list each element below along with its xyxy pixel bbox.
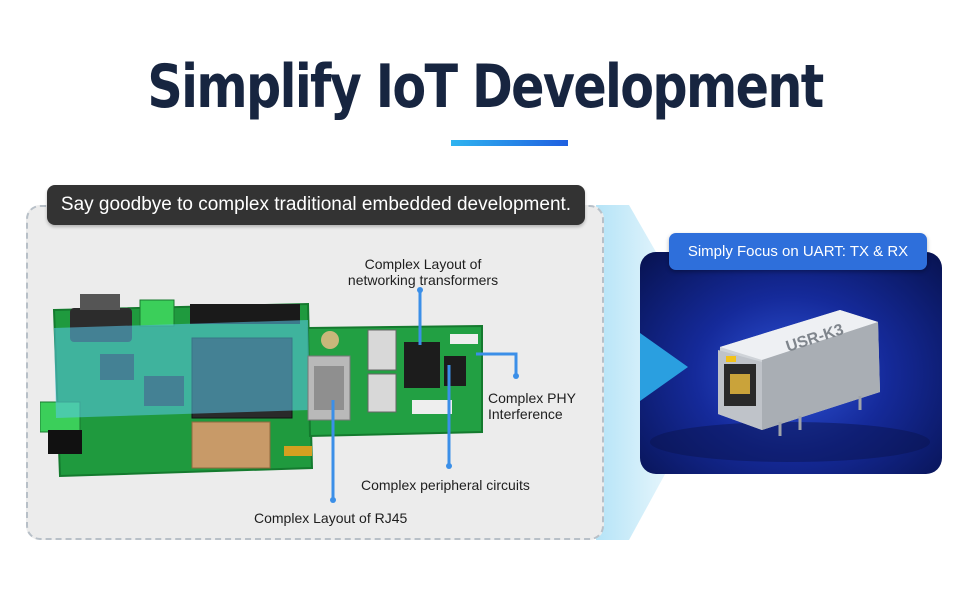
uart-banner: Simply Focus on UART: TX & RX: [669, 233, 927, 270]
annotation-rj45: Complex Layout of RJ45: [254, 510, 408, 526]
annotation-phy: Complex PHY Interference: [488, 390, 576, 422]
annotation-peripheral: Complex peripheral circuits: [361, 477, 530, 493]
traditional-banner: Say goodbye to complex traditional embed…: [47, 185, 585, 225]
complex-pcb-illustration: [40, 290, 500, 490]
arrow-right-icon: [640, 333, 688, 401]
annotation-transformers: Complex Layout of networking transformer…: [347, 256, 499, 288]
title-underline: [451, 140, 568, 146]
rj45-module-illustration: USR-K3: [650, 310, 930, 462]
page-title: Simplify IoT Development: [147, 52, 824, 122]
simplified-module-panel: USR-K3: [640, 252, 942, 474]
